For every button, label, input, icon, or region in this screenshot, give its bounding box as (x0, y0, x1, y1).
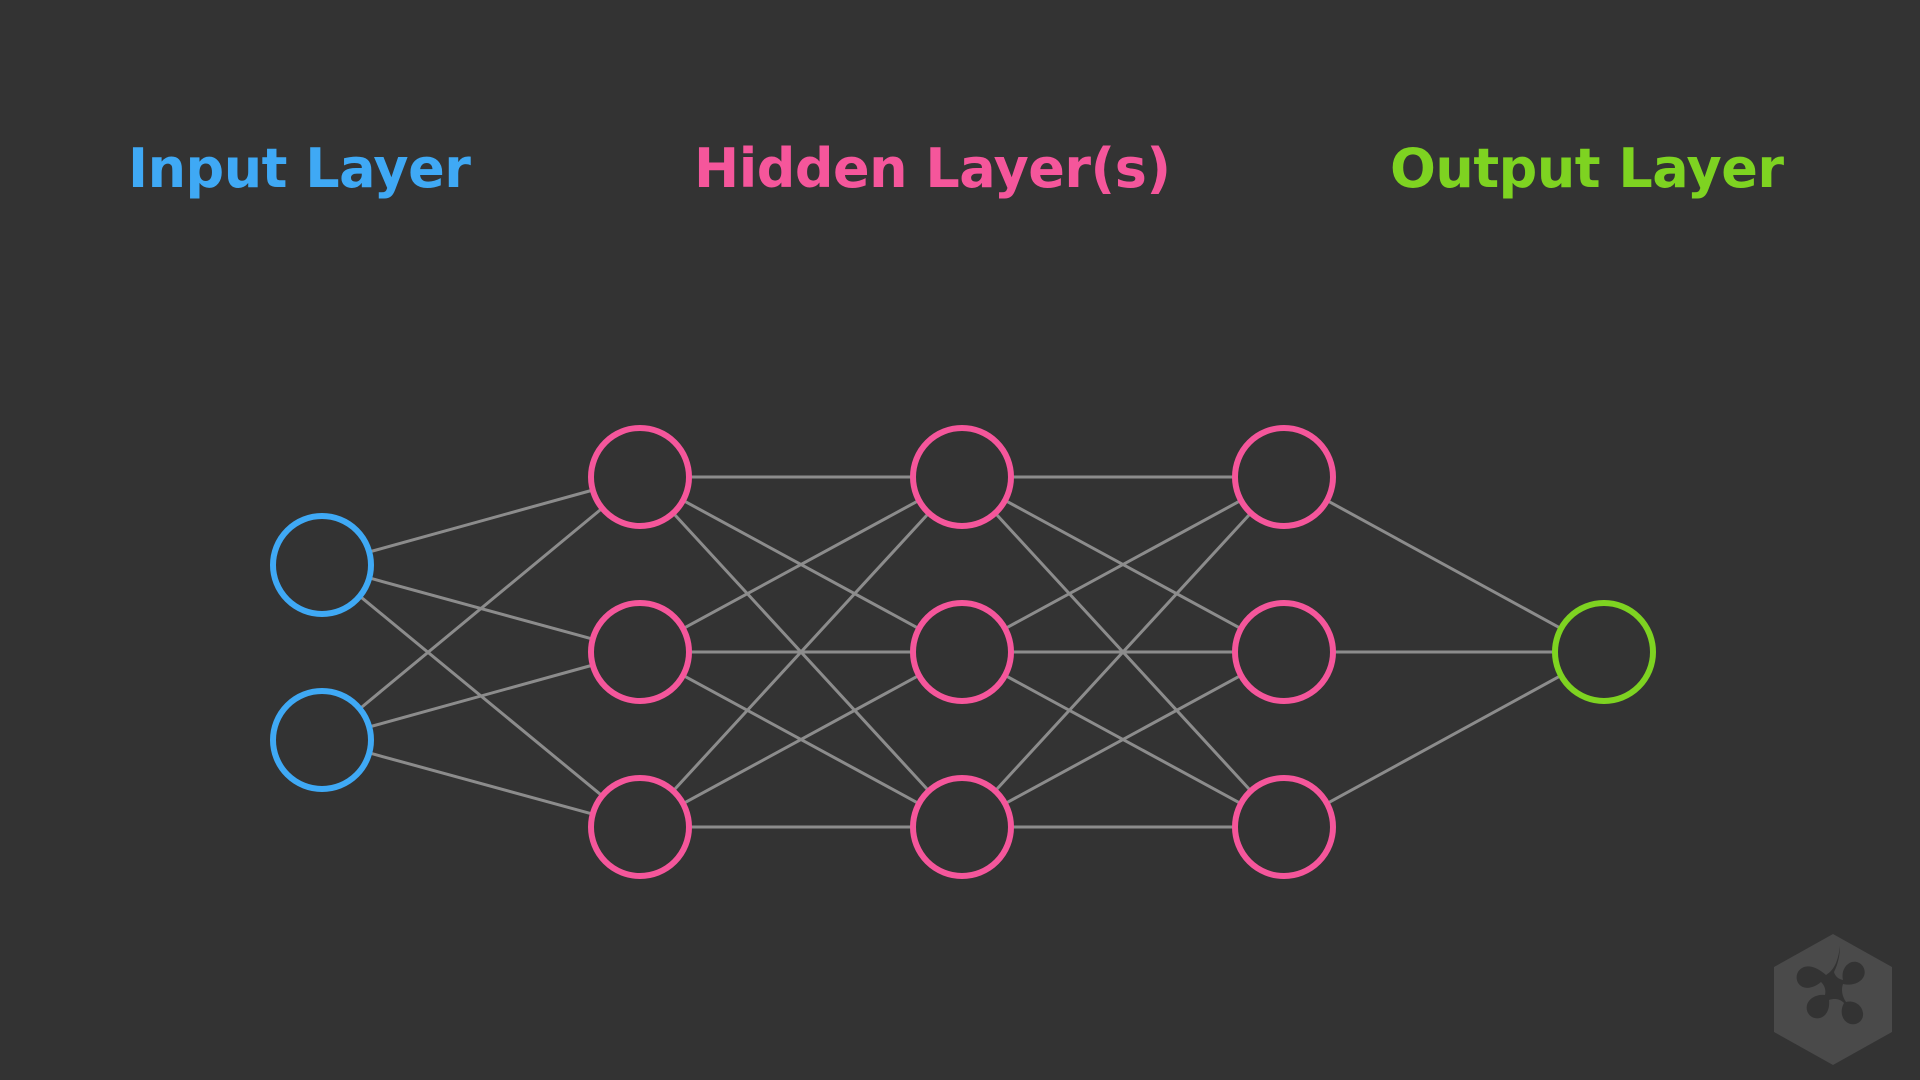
node-hidden-2-3[interactable] (910, 775, 1014, 879)
connection-line (684, 675, 918, 804)
watermark-branch-glyph-icon (1796, 946, 1865, 1025)
connection-line (1328, 500, 1560, 629)
node-hidden-2-2[interactable] (910, 600, 1014, 704)
connection-line (1006, 675, 1240, 804)
node-input-1[interactable] (270, 513, 374, 617)
connection-line (995, 513, 1251, 791)
node-hidden-1-1[interactable] (588, 425, 692, 529)
node-hidden-1-3[interactable] (588, 775, 692, 879)
connection-line (370, 752, 592, 815)
watermark-hexagon-icon (1774, 934, 1892, 1065)
connection-line (370, 489, 592, 553)
node-hidden-2-1[interactable] (910, 425, 1014, 529)
connection-line (1328, 675, 1560, 804)
node-hidden-3-1[interactable] (1232, 425, 1336, 529)
connection-line (360, 508, 602, 709)
nodes-group (270, 425, 1656, 879)
node-hidden-1-2[interactable] (588, 600, 692, 704)
node-input-2[interactable] (270, 688, 374, 792)
connections-group (360, 475, 1560, 829)
node-output-1[interactable] (1552, 600, 1656, 704)
connection-line (1006, 500, 1240, 629)
connection-line (370, 664, 592, 728)
node-hidden-3-3[interactable] (1232, 775, 1336, 879)
connection-line (684, 500, 918, 629)
connection-line (673, 513, 929, 791)
watermark-logo (1774, 934, 1892, 1065)
node-hidden-3-2[interactable] (1232, 600, 1336, 704)
